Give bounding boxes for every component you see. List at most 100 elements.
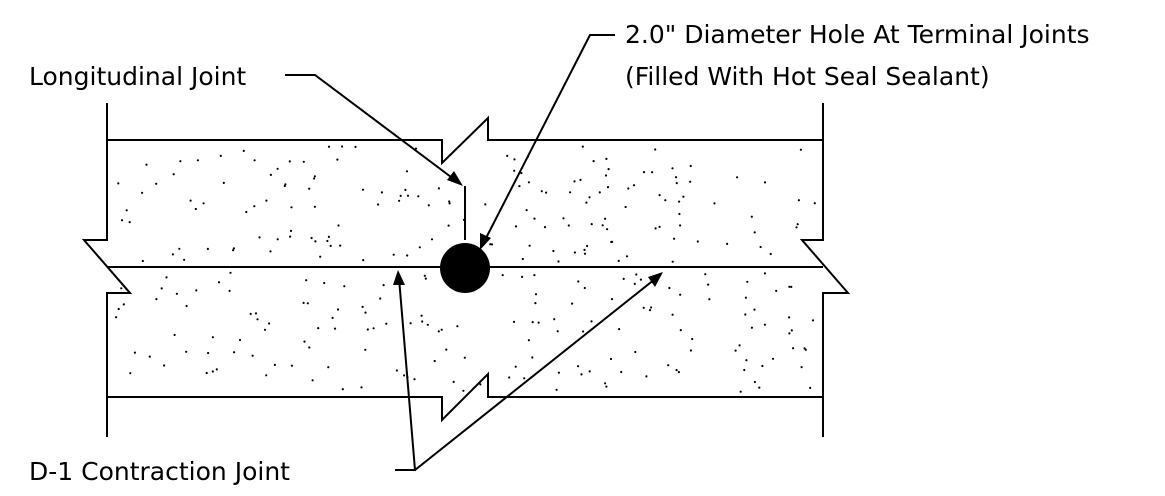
stipple-dot — [421, 320, 424, 323]
stipple-dot — [796, 223, 799, 226]
bottom-edge-break — [107, 371, 823, 423]
stipple-dot — [677, 371, 681, 374]
stipple-dot — [622, 277, 625, 280]
right-edge-break — [799, 103, 851, 437]
stipple-dot — [437, 330, 440, 333]
stipple-dot — [620, 370, 623, 374]
stipple-dot — [172, 173, 175, 176]
stipple-dot — [642, 306, 645, 309]
stipple-dot — [447, 224, 450, 227]
stipple-dot — [437, 187, 440, 190]
stipple-dot — [392, 253, 395, 256]
stipple-dot — [713, 202, 716, 205]
stipple-dot — [533, 217, 536, 220]
stipple-dot — [232, 249, 235, 252]
stipple-dot — [148, 355, 151, 358]
stipple-dot — [540, 190, 543, 193]
stipple-dot — [317, 327, 320, 330]
stipple-dot — [790, 285, 793, 288]
stipple-dot — [403, 374, 406, 377]
stipple-dot — [527, 339, 531, 342]
stipple-dot — [753, 308, 756, 311]
stipple-dot — [689, 164, 692, 168]
stipple-dot — [671, 313, 674, 316]
stipple-dot — [379, 297, 382, 300]
stipple-dot — [513, 169, 516, 172]
stipple-dot — [183, 258, 186, 261]
stipple-dot — [658, 194, 661, 197]
stipple-dot — [763, 181, 767, 184]
stipple-dot — [691, 337, 694, 341]
stipple-dot — [155, 182, 158, 185]
stipple-dot — [534, 293, 538, 296]
stipple-dot — [513, 158, 516, 161]
contraction-joint-leader-right — [414, 278, 656, 471]
stipple-dot — [624, 205, 627, 209]
stipple-dot — [163, 364, 166, 367]
stipple-dot — [440, 328, 443, 331]
stipple-dot — [360, 386, 363, 389]
stipple-dot — [512, 320, 516, 323]
stipple-dot — [567, 224, 570, 227]
stipple-dot — [537, 321, 540, 324]
stipple-dot — [424, 277, 427, 280]
concrete-stipple — [115, 145, 816, 393]
stipple-dot — [654, 227, 657, 230]
stipple-dot — [290, 206, 293, 209]
stipple-dot — [736, 176, 739, 179]
stipple-dot — [625, 255, 629, 258]
stipple-dot — [265, 374, 268, 377]
stipple-dot — [577, 365, 580, 368]
stipple-dot — [232, 247, 235, 250]
stipple-dot — [327, 235, 330, 238]
longitudinal-joint-leader — [285, 74, 456, 181]
stipple-dot — [525, 209, 528, 212]
stipple-dot — [310, 236, 313, 240]
stipple-dot — [761, 364, 764, 368]
stipple-dot — [605, 157, 608, 160]
stipple-dot — [527, 181, 531, 184]
stipple-dot — [122, 303, 125, 306]
stipple-dot — [667, 364, 670, 367]
terminal-joint-hole — [440, 243, 490, 293]
stipple-dot — [813, 202, 816, 205]
stipple-dot — [361, 305, 364, 308]
stipple-dot — [165, 276, 168, 279]
stipple-dot — [326, 239, 329, 243]
stipple-dot — [222, 181, 225, 184]
stipple-dot — [253, 205, 256, 208]
stipple-dot — [380, 191, 383, 194]
stipple-dot — [577, 280, 580, 283]
stipple-dot — [769, 252, 772, 256]
stipple-dot — [445, 348, 448, 351]
stipple-dot — [329, 244, 332, 247]
stipple-dot — [364, 311, 367, 314]
stipple-dot — [763, 323, 767, 326]
stipple-dot — [417, 195, 420, 198]
stipple-dot — [141, 191, 144, 194]
stipple-dot — [362, 259, 365, 262]
stipple-dot — [420, 314, 423, 317]
stipple-dot — [283, 184, 286, 188]
stipple-dot — [675, 182, 678, 185]
stipple-dot — [759, 245, 762, 249]
stipple-dot — [141, 259, 144, 263]
stipple-dot — [501, 274, 504, 277]
contraction-joint-arrowhead-right — [648, 272, 663, 287]
stipple-dot — [651, 171, 654, 174]
hole-label-line1: 2.0" Diameter Hole At Terminal Joints — [625, 20, 1090, 49]
stipple-dot — [606, 228, 609, 231]
stipple-dot — [635, 273, 638, 276]
stipple-dot — [800, 366, 803, 369]
stipple-dot — [211, 370, 214, 373]
stipple-dot — [202, 202, 205, 205]
stipple-dot — [673, 237, 676, 240]
stipple-dot — [645, 375, 648, 378]
stipple-dot — [268, 322, 271, 325]
stipple-dot — [583, 252, 587, 255]
stipple-dot — [195, 289, 198, 292]
stipple-dot — [129, 372, 132, 375]
stipple-dot — [228, 289, 231, 292]
stipple-dot — [738, 344, 741, 347]
stipple-dot — [744, 296, 748, 299]
